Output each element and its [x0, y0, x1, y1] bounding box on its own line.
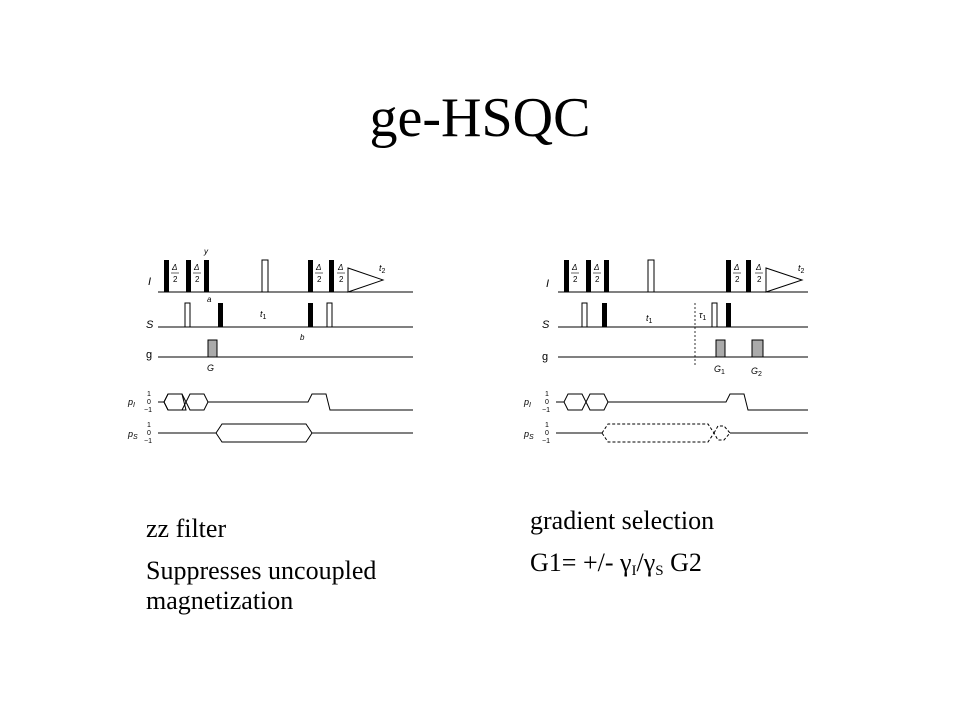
- S-90-pulse-2: [308, 303, 313, 327]
- zz-filter-description: Suppresses uncoupled magnetization: [146, 556, 377, 615]
- svg-text:Δ: Δ: [593, 263, 599, 272]
- pI-label: pI: [127, 397, 135, 409]
- gradient-pulse-1: [715, 339, 726, 358]
- zz-filter-title: zz filter: [146, 514, 227, 543]
- delay-label-2: Δ 2: [193, 263, 201, 284]
- S-90-pulse-2: [726, 303, 731, 327]
- delay-label-3: Δ 2: [315, 263, 323, 284]
- pS-level-0: 0: [147, 430, 151, 437]
- pI-pathway: [158, 393, 187, 411]
- S-90-pulse-1: [218, 303, 223, 327]
- I-180-pulse-1: [586, 260, 591, 292]
- slide-title: ge-HSQC: [369, 87, 591, 149]
- evolution-label: t1: [646, 313, 653, 325]
- channel-label-g: g: [146, 349, 152, 361]
- pI-level-m1: −1: [144, 407, 152, 414]
- pulse-sequence-zz-filter: I S g Δ 2 Δ 2 Δ 2 Δ 2 y a t2 t1: [127, 247, 413, 445]
- phase-label-y: y: [203, 247, 209, 256]
- svg-text:Δ: Δ: [755, 263, 761, 272]
- svg-text:2: 2: [735, 275, 740, 284]
- pS-label: pS: [127, 429, 138, 441]
- pS-level-m1: −1: [542, 438, 550, 445]
- channel-label-S: S: [542, 319, 550, 331]
- pI-pathway: [556, 393, 587, 411]
- gradient-selection-caption: gradient selection G1= +/- γI/γS G2: [530, 506, 860, 598]
- I-90-pulse-2: [308, 260, 313, 292]
- I-180-pulse-2: [329, 260, 334, 292]
- pS-level-1: 1: [545, 422, 549, 429]
- gradient-1-label: G1: [714, 364, 725, 376]
- delay-label-1: Δ 2: [571, 263, 579, 284]
- svg-text:2: 2: [595, 275, 600, 284]
- pI-level-0: 0: [147, 399, 151, 406]
- channel-label-I: I: [546, 278, 549, 290]
- S-180-pulse-2: [326, 302, 333, 328]
- channel-label-S: S: [146, 319, 154, 331]
- S-180-pulse-1: [581, 302, 588, 328]
- svg-text:2: 2: [195, 275, 200, 284]
- evolution-label: t1: [260, 309, 267, 321]
- pI-level-m1: −1: [542, 407, 550, 414]
- svg-text:Δ: Δ: [315, 263, 321, 272]
- pS-label: pS: [523, 429, 534, 441]
- pulse-sequence-gradient-selection: I S g Δ 2 Δ 2 Δ 2 Δ 2 t2 t1 τ1: [523, 259, 808, 445]
- pS-pathway: [158, 423, 413, 434]
- acquisition-fid: [765, 267, 804, 293]
- svg-text:2: 2: [757, 275, 762, 284]
- I-180-pulse-2: [746, 260, 751, 292]
- delay-label-3: Δ 2: [733, 263, 741, 284]
- svg-text:Δ: Δ: [337, 263, 343, 272]
- pI-level-1: 1: [147, 391, 151, 398]
- gradient-2-label: G2: [751, 366, 762, 378]
- I-180-pulse-1: [186, 260, 191, 292]
- pI-label: pI: [523, 397, 531, 409]
- gradient-selection-title: gradient selection: [530, 506, 715, 535]
- svg-text:2: 2: [339, 275, 344, 284]
- S-90-pulse-1: [602, 303, 607, 327]
- pS-level-m1: −1: [144, 438, 152, 445]
- svg-text:Δ: Δ: [193, 263, 199, 272]
- S-180-pulse-1: [184, 302, 191, 328]
- point-b-label: b: [300, 333, 305, 342]
- svg-text:Δ: Δ: [171, 263, 177, 272]
- channel-label-I: I: [148, 276, 151, 288]
- svg-text:2: 2: [173, 275, 178, 284]
- gradient-formula: G1= +/- γI/γS G2: [530, 548, 702, 579]
- channel-label-g: g: [542, 351, 548, 363]
- I-180-pulse-mid: [261, 259, 269, 293]
- I-90-pulse-1: [564, 260, 569, 292]
- tau-label: τ1: [699, 310, 706, 322]
- acquisition-fid: [347, 267, 385, 293]
- pS-level-1: 1: [147, 422, 151, 429]
- gradient-pulse: [207, 339, 218, 358]
- I-90-pulse-y: [204, 260, 209, 292]
- I-90-pulse-3: [726, 260, 731, 292]
- pI-level-1: 1: [545, 391, 549, 398]
- svg-text:2: 2: [317, 275, 322, 284]
- svg-text:Δ: Δ: [571, 263, 577, 272]
- delay-label-4: Δ 2: [337, 263, 345, 284]
- gradient-label: G: [207, 363, 214, 373]
- pS-level-0: 0: [545, 430, 549, 437]
- I-180-pulse-mid: [647, 259, 655, 293]
- I-90-pulse-2: [604, 260, 609, 292]
- zz-filter-caption: zz filter Suppresses uncoupled magnetiza…: [146, 514, 466, 628]
- gradient-pulse-2: [751, 339, 764, 358]
- point-a-label: a: [207, 295, 212, 304]
- delay-label-4: Δ 2: [755, 263, 763, 284]
- acquisition-label: t2: [379, 263, 386, 275]
- acquisition-label: t2: [798, 263, 805, 275]
- delay-label-1: Δ 2: [171, 263, 179, 284]
- svg-text:2: 2: [573, 275, 578, 284]
- pI-level-0: 0: [545, 399, 549, 406]
- delay-label-2: Δ 2: [593, 263, 601, 284]
- S-180-pulse-2: [711, 302, 718, 328]
- svg-text:Δ: Δ: [733, 263, 739, 272]
- I-90-pulse-1: [164, 260, 169, 292]
